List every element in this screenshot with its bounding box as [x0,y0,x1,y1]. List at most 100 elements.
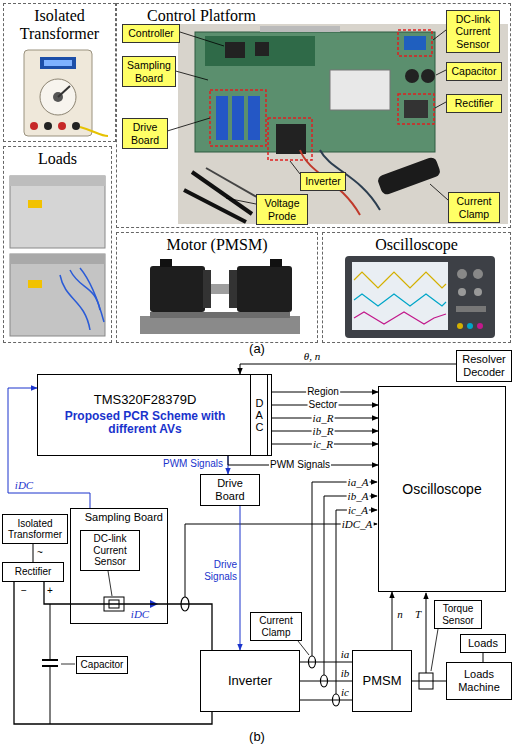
oscilloscope-photo [354,272,446,288]
connector [300,662,352,663]
sensor-box: DC-link Current Sensor [80,530,140,571]
callout-label: Current Clamp [448,192,500,223]
loads-photo [60,275,90,330]
measurement-wire [312,482,377,656]
connector [483,653,484,662]
node-text: DC-link Current Sensor [83,533,137,568]
node-text: Loads [38,150,77,168]
connector [33,544,34,562]
control-platform-photo [300,150,360,215]
connector [300,681,352,682]
variac-photo [24,50,92,136]
control-platform-photo [232,96,244,140]
subfigure-label: (a) [248,342,266,357]
callout-label: Controller [122,24,180,43]
motor-box: PMSM [352,650,412,712]
loads-photo [10,254,105,336]
variac-photo [58,122,66,130]
photo-panel: Oscilloscope [322,232,511,343]
control-platform-photo [210,90,266,146]
signal-label: ic_A [347,504,369,517]
variac-photo [24,50,108,136]
rectifier-box: Rectifier [2,562,64,582]
photo-panel: Motor (PMSM) [116,232,318,343]
oscilloscope-photo [467,323,473,329]
control-platform-photo [260,26,340,32]
measurement-wire [185,524,377,597]
signal-label: − [20,585,28,597]
control-platform-photo [421,69,435,83]
motor-photo [140,316,300,334]
variac-photo [72,122,80,130]
control-platform-photo [180,32,224,46]
transformer-box: Isolated Transformer [2,514,68,544]
oscilloscope-photo [345,256,495,338]
motor-photo [203,270,211,308]
control-platform-photo [178,24,508,224]
controller-box: TMS320F28379DProposed PCR Scheme with di… [37,374,272,456]
motor-photo [211,284,229,294]
measurement-wire [324,496,377,675]
signal-label: ia_A [347,476,370,489]
control-platform-photo [225,42,245,58]
control-platform-photo [216,96,228,140]
connector [412,681,446,682]
oscilloscope-photo [456,306,486,312]
loads-photo [80,268,104,322]
node-text: Oscilloscope [402,481,481,497]
signal-label: Drive Signals [196,559,238,582]
connector [240,506,241,650]
oscilloscope-photo [354,294,446,306]
control-platform-photo [206,168,262,200]
node-text: Control Platform [147,7,256,25]
motor-photo [229,270,237,308]
callout-label: Inverter [300,172,346,191]
control-platform-photo [435,102,446,108]
node-text: Loads [468,637,498,650]
callout-label: Voltage Prode [256,194,308,225]
drive-board-box: Drive Board [200,474,260,506]
control-platform-photo [255,42,269,56]
oscilloscope-box: Oscilloscope [378,386,506,592]
dc-link-sensor-symbol [104,571,158,611]
callout-label: DC-link Current Sensor [446,10,500,53]
control-platform-photo [172,70,208,80]
node-text: Loads Machine [449,668,509,693]
signal-label: Region [306,386,340,398]
oscilloscope-photo [354,312,446,324]
node-text: Drive Board [203,477,257,502]
connector [14,582,212,724]
node-text: Inverter [228,674,272,689]
variac-photo [40,57,76,69]
signal-label: ic [340,686,350,699]
control-platform-photo [376,156,441,196]
control-platform-photo [405,69,419,83]
motor-photo [270,259,282,267]
control-platform-photo [430,184,448,200]
control-platform-photo [433,30,446,40]
node-text: Capacitor [81,659,124,671]
node-text: Torque Sensor [437,603,479,626]
inverter-box: Inverter [200,650,300,712]
signal-label: + [46,585,54,597]
capacitor-symbol [61,664,75,665]
motor-photo [140,259,300,334]
connector [392,592,393,650]
control-platform-photo [205,36,315,66]
motor-photo [237,266,292,312]
node-text: Isolated Transformer [5,518,65,541]
loads-photo [10,176,105,186]
node-text: Resolver Decoder [459,353,509,378]
dac-box: DAC [250,374,268,456]
motor-photo [150,312,290,318]
callout-label: Rectifier [446,94,502,113]
motor-photo [150,266,205,312]
callout-box: Current Clamp [250,612,302,641]
oscilloscope-photo [474,288,482,296]
motor-photo [160,259,172,267]
loads-photo [10,176,105,248]
signal-label: T [414,608,422,621]
signal-label: ib_R [312,425,335,438]
node-text: Inverter [305,175,341,187]
